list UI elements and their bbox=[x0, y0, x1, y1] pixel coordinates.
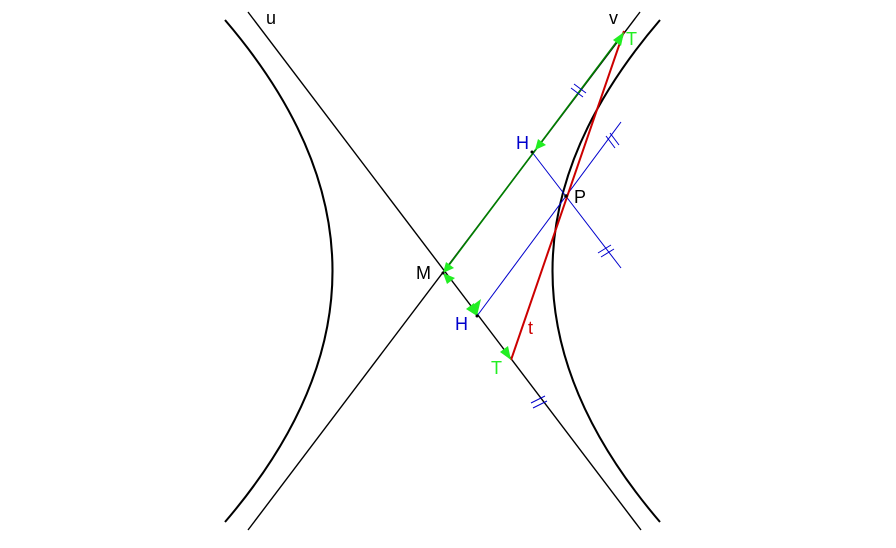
construction-line-parallel-v bbox=[531, 151, 622, 269]
point-H-bottom bbox=[475, 314, 479, 318]
arrowhead-at-T-top bbox=[613, 32, 624, 46]
point-H-top bbox=[530, 150, 534, 154]
arrowhead-at-M-upper bbox=[443, 262, 454, 273]
label-T-top: T bbox=[626, 29, 637, 49]
label-P: P bbox=[574, 187, 586, 207]
arrowhead-at-H-top bbox=[535, 139, 546, 150]
arrowhead-at-T-bottom bbox=[500, 346, 511, 360]
tick-mark-v-upper bbox=[570, 83, 587, 98]
label-t: t bbox=[528, 318, 533, 338]
arrowhead-at-M-lower bbox=[443, 273, 455, 284]
tick-mark-blue-top bbox=[605, 132, 620, 149]
hyperbola-right-branch bbox=[551, 19, 661, 523]
label-H-bottom: H bbox=[455, 314, 468, 334]
point-P bbox=[564, 194, 568, 198]
construction-line-parallel-u bbox=[476, 121, 622, 317]
label-H-top: H bbox=[516, 133, 529, 153]
label-v: v bbox=[609, 8, 618, 28]
tick-mark-blue-right bbox=[597, 244, 615, 258]
hyperbola-left-branch bbox=[224, 19, 334, 523]
label-T-bottom: T bbox=[491, 358, 502, 378]
arrowhead-at-H-bottom-in bbox=[473, 299, 481, 316]
point-M bbox=[441, 271, 445, 275]
vector-MT-top bbox=[442, 31, 625, 274]
label-u: u bbox=[266, 8, 276, 28]
tick-mark-u-lower bbox=[530, 395, 548, 409]
label-M: M bbox=[416, 263, 431, 283]
